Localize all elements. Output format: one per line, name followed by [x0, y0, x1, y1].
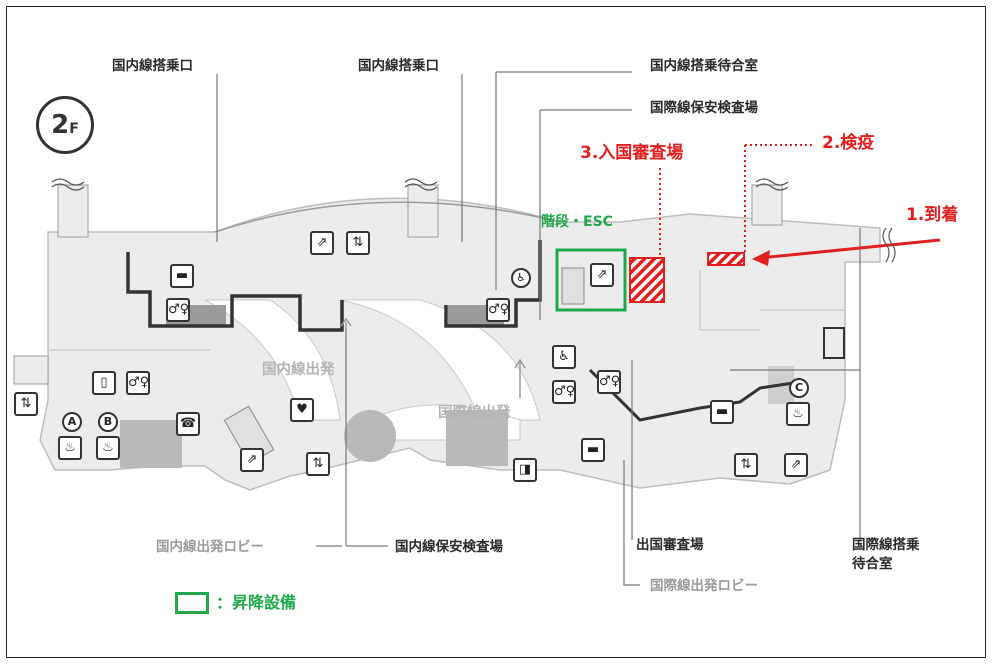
elevator-icon: ⇅ — [734, 453, 758, 477]
lounge-icon: ♨ — [786, 402, 810, 426]
label-immigration: 3.入国審査場 — [580, 143, 684, 163]
legend-label: ：昇降設備 — [216, 593, 297, 612]
wheelchair-marker-icon: ♿ — [511, 268, 531, 288]
lounge-tag-c: C — [789, 378, 809, 398]
phone-icon: ☎ — [176, 412, 200, 436]
restroom-icon: ♂♀ — [552, 380, 576, 404]
label-domestic-gate-1: 国内線搭乗口 — [112, 58, 193, 74]
label-domestic-lobby: 国内線出発ロビー — [156, 539, 264, 555]
leader-lines — [216, 71, 861, 586]
label-arrival: 1.到着 — [906, 205, 959, 225]
lounge-tag-a: A — [62, 412, 82, 432]
aed-icon: ♥ — [290, 398, 314, 422]
floor-suffix: F — [69, 121, 79, 137]
escalator-icon: ⇗ — [784, 453, 808, 477]
elevator-icon: ⇅ — [346, 231, 370, 255]
elevator-icon: ⇅ — [306, 452, 330, 476]
label-stairs-esc: 階段・ESC — [541, 214, 613, 230]
elevator-icon: ⇅ — [14, 392, 38, 416]
label-emigration: 出国審査場 — [636, 537, 704, 553]
legend-swatch — [175, 592, 209, 614]
label-domestic-waiting-room: 国内線搭乗待合室 — [650, 58, 758, 74]
label-domestic-security: 国内線保安検査場 — [395, 539, 503, 555]
escalator-icon: ⇗ — [590, 263, 614, 287]
restroom-icon: ♂♀ — [166, 298, 190, 322]
counter-icon: ▬ — [710, 400, 734, 424]
label-intl-waiting-line2: 待合室 — [852, 556, 893, 572]
red-annotations — [629, 144, 941, 303]
floor-arrows — [340, 317, 526, 398]
escalator-icon: ⇗ — [310, 231, 334, 255]
escalator-icon: ⇗ — [240, 448, 264, 472]
map-frame — [6, 6, 986, 658]
lounge-tag-b: B — [98, 412, 118, 432]
label-intl-departure: 国際線出発 — [438, 405, 511, 421]
label-intl-waiting-line1: 国際線搭乗 — [852, 537, 920, 553]
floor-badge: 2F — [36, 96, 94, 154]
break-marks — [51, 178, 896, 263]
label-intl-security: 国際線保安検査場 — [650, 100, 758, 116]
label-domestic-departure: 国内線出発 — [262, 362, 335, 378]
lift-facility-highlight — [555, 248, 627, 312]
counter-icon: ▬ — [170, 264, 194, 288]
label-quarantine: 2.検疫 — [822, 133, 875, 153]
lounge-icon: ♨ — [96, 436, 120, 460]
baby-room-icon: ▯ — [92, 371, 116, 395]
counter-icon: ▬ — [581, 438, 605, 462]
restroom-icon: ♂♀ — [486, 298, 510, 322]
floor-number: 2 — [51, 110, 70, 140]
lounge-icon: ♨ — [58, 436, 82, 460]
label-intl-lobby: 国際線出発ロビー — [650, 578, 758, 594]
restroom-icon: ♂♀ — [597, 370, 621, 394]
wheelchair-icon: ♿ — [552, 345, 576, 369]
restroom-icon: ♂♀ — [126, 371, 150, 395]
shop-icon: ◨ — [513, 458, 537, 482]
floor-plate — [13, 184, 881, 491]
label-domestic-gate-2: 国内線搭乗口 — [358, 58, 439, 74]
